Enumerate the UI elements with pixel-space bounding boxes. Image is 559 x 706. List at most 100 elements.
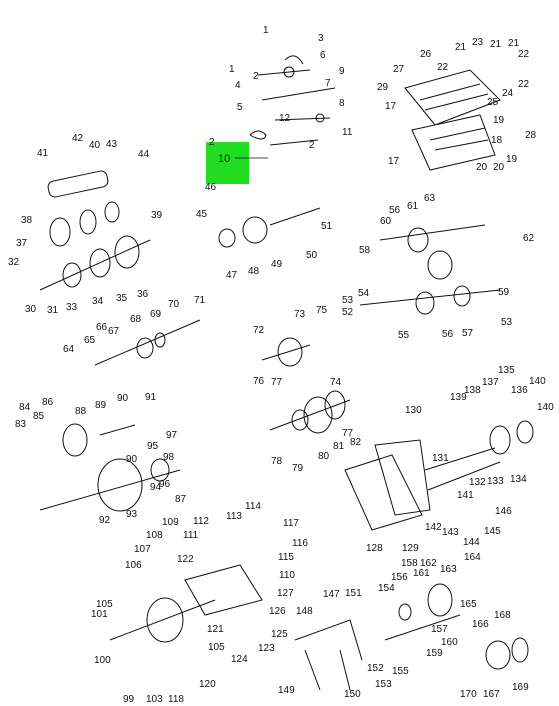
part-label-1-2[interactable]: 1 — [229, 64, 235, 75]
part-label-148[interactable]: 148 — [296, 606, 313, 617]
part-label-12[interactable]: 12 — [279, 113, 291, 124]
part-label-19-2[interactable]: 19 — [506, 154, 518, 165]
part-label-89[interactable]: 89 — [95, 400, 107, 411]
part-label-117[interactable]: 117 — [283, 518, 299, 529]
part-label-118[interactable]: 118 — [168, 694, 184, 705]
part-label-44[interactable]: 44 — [138, 149, 150, 160]
part-label-56-2[interactable]: 56 — [442, 329, 454, 340]
part-label-6[interactable]: 6 — [320, 50, 326, 61]
part-label-56[interactable]: 56 — [389, 205, 401, 216]
part-label-121[interactable]: 121 — [207, 624, 224, 635]
part-label-53-2[interactable]: 53 — [501, 317, 513, 328]
part-label-8[interactable]: 8 — [339, 98, 345, 109]
part-label-155[interactable]: 155 — [392, 666, 409, 677]
part-label-5[interactable]: 5 — [237, 102, 243, 113]
part-label-2-2[interactable]: 2 — [209, 137, 215, 148]
part-label-143[interactable]: 143 — [442, 527, 459, 538]
part-label-21-2[interactable]: 21 — [490, 39, 502, 50]
part-label-103[interactable]: 103 — [146, 694, 163, 705]
part-label-145[interactable]: 145 — [484, 526, 501, 537]
part-label-112[interactable]: 112 — [193, 516, 209, 527]
part-label-98[interactable]: 98 — [163, 452, 175, 463]
part-label-73[interactable]: 73 — [294, 309, 306, 320]
part-label-35[interactable]: 35 — [116, 293, 128, 304]
part-label-88[interactable]: 88 — [75, 406, 87, 417]
part-label-132[interactable]: 132 — [469, 477, 486, 488]
part-label-157[interactable]: 157 — [431, 624, 448, 635]
part-label-23[interactable]: 23 — [472, 37, 484, 48]
part-label-137[interactable]: 137 — [482, 377, 499, 388]
part-label-34[interactable]: 34 — [92, 296, 104, 307]
part-label-123[interactable]: 123 — [258, 643, 275, 654]
part-label-161[interactable]: 161 — [413, 568, 430, 579]
part-label-120[interactable]: 120 — [199, 679, 216, 690]
part-label-97[interactable]: 97 — [166, 430, 178, 441]
part-label-58[interactable]: 58 — [359, 245, 371, 256]
part-label-85[interactable]: 85 — [33, 411, 45, 422]
part-label-2[interactable]: 2 — [253, 71, 259, 82]
part-label-49[interactable]: 49 — [271, 259, 283, 270]
part-label-167[interactable]: 167 — [483, 689, 500, 700]
part-label-154[interactable]: 154 — [378, 583, 395, 594]
part-label-83[interactable]: 83 — [15, 419, 27, 430]
part-label-38[interactable]: 38 — [21, 215, 33, 226]
part-label-19[interactable]: 19 — [493, 115, 505, 126]
part-label-100[interactable]: 100 — [94, 655, 111, 666]
part-label-92[interactable]: 92 — [99, 515, 111, 526]
part-label-105-2[interactable]: 105 — [208, 642, 225, 653]
part-label-10[interactable]: 10 — [218, 153, 230, 165]
part-label-134[interactable]: 134 — [510, 474, 527, 485]
part-label-24[interactable]: 24 — [502, 88, 514, 99]
part-label-165[interactable]: 165 — [460, 599, 477, 610]
part-label-55[interactable]: 55 — [398, 330, 410, 341]
part-label-48[interactable]: 48 — [248, 266, 260, 277]
part-label-144[interactable]: 144 — [463, 537, 480, 548]
part-label-22[interactable]: 22 — [437, 62, 449, 73]
part-label-25[interactable]: 25 — [487, 97, 499, 108]
part-label-114[interactable]: 114 — [245, 501, 261, 512]
part-label-68[interactable]: 68 — [130, 314, 142, 325]
part-label-63[interactable]: 63 — [424, 193, 436, 204]
part-label-127[interactable]: 127 — [277, 588, 294, 599]
part-label-53[interactable]: 53 — [342, 295, 354, 306]
part-label-107[interactable]: 107 — [134, 544, 151, 555]
part-label-66[interactable]: 66 — [96, 322, 108, 333]
part-label-21-3[interactable]: 21 — [508, 38, 520, 49]
part-label-28[interactable]: 28 — [525, 130, 537, 141]
part-label-86[interactable]: 86 — [42, 397, 54, 408]
part-label-133[interactable]: 133 — [487, 476, 504, 487]
part-label-1[interactable]: 1 — [263, 25, 269, 36]
part-label-52[interactable]: 52 — [342, 307, 354, 318]
part-label-96[interactable]: 96 — [159, 479, 171, 490]
part-label-113[interactable]: 113 — [226, 511, 242, 522]
part-label-29[interactable]: 29 — [377, 82, 389, 93]
part-label-62[interactable]: 62 — [523, 233, 535, 244]
part-label-110[interactable]: 110 — [279, 570, 295, 581]
part-label-109[interactable]: 109 — [162, 517, 179, 528]
part-label-152[interactable]: 152 — [367, 663, 384, 674]
part-label-43[interactable]: 43 — [106, 139, 118, 150]
part-label-37[interactable]: 37 — [16, 238, 28, 249]
part-label-142[interactable]: 142 — [425, 522, 442, 533]
part-label-101[interactable]: 101 — [91, 609, 108, 620]
part-label-136[interactable]: 136 — [511, 385, 528, 396]
part-label-77[interactable]: 77 — [271, 377, 283, 388]
part-label-41[interactable]: 41 — [37, 148, 49, 159]
part-label-84[interactable]: 84 — [19, 402, 31, 413]
part-label-164[interactable]: 164 — [464, 552, 481, 563]
part-label-33[interactable]: 33 — [66, 302, 78, 313]
part-label-75[interactable]: 75 — [316, 305, 328, 316]
part-label-105[interactable]: 105 — [96, 599, 113, 610]
part-label-158[interactable]: 158 — [401, 558, 418, 569]
part-label-7[interactable]: 7 — [325, 78, 331, 89]
part-label-159[interactable]: 159 — [426, 648, 443, 659]
part-label-31[interactable]: 31 — [47, 305, 59, 316]
part-label-30[interactable]: 30 — [25, 304, 37, 315]
part-label-57[interactable]: 57 — [462, 328, 474, 339]
part-label-170[interactable]: 170 — [460, 689, 477, 700]
part-label-46[interactable]: 46 — [205, 182, 217, 193]
part-label-147[interactable]: 147 — [323, 589, 340, 600]
part-label-72[interactable]: 72 — [253, 325, 265, 336]
part-label-151[interactable]: 151 — [345, 588, 362, 599]
part-label-2-3[interactable]: 2 — [309, 140, 315, 151]
